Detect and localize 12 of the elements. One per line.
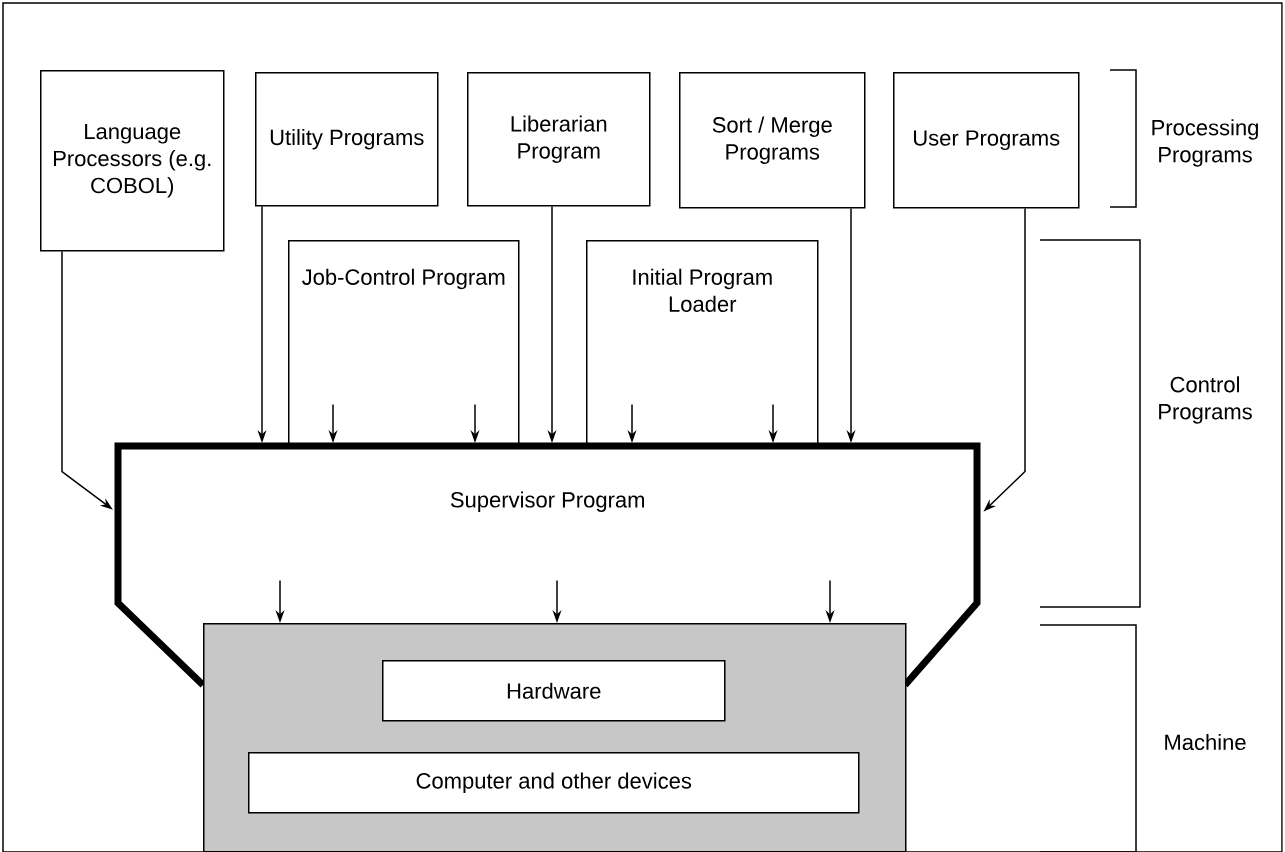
program-box: Sort / Merge Programs bbox=[679, 72, 866, 209]
side-label: Processing Programs bbox=[1152, 119, 1258, 167]
program-box: Utility Programs bbox=[255, 72, 439, 207]
program-box: Computer and other devices bbox=[248, 752, 860, 814]
program-box: Language Processors (e.g. COBOL) bbox=[40, 70, 225, 252]
program-box: User Programs bbox=[893, 72, 1080, 209]
side-label: Machine bbox=[1165, 733, 1246, 751]
program-box: Job-Control Program bbox=[288, 240, 520, 445]
program-box: Initial Program Loader bbox=[586, 240, 819, 445]
program-box: Liberarian Program bbox=[467, 72, 651, 207]
program-box: Hardware bbox=[382, 660, 726, 722]
side-label: Control Programs bbox=[1159, 376, 1252, 424]
